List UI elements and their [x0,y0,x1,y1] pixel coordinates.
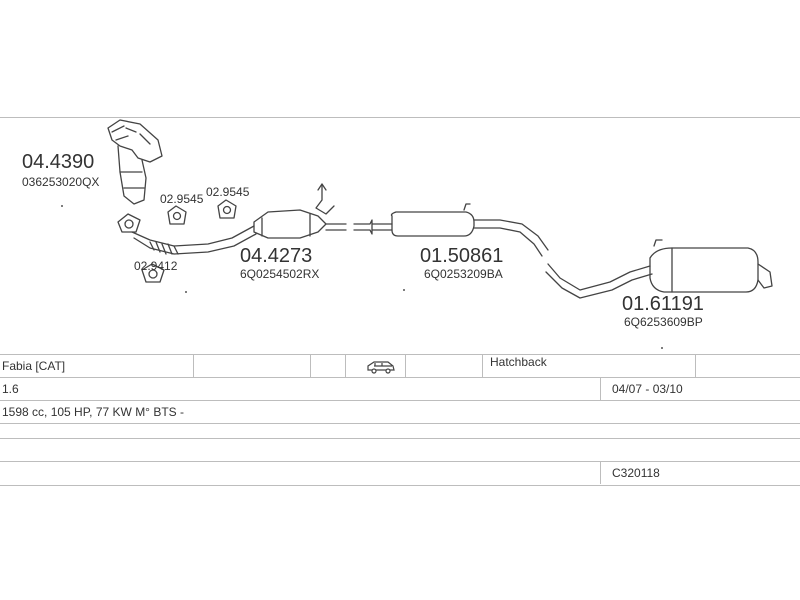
manifold-catalyst-part[interactable] [107,119,163,205]
middle-muffler-part[interactable] [353,203,549,257]
part-number-label: 04.4273 [240,245,312,267]
empty-row [0,423,800,438]
front-pipe-part[interactable] [131,225,257,255]
cell-divider [482,355,483,377]
cell-divider [310,355,311,377]
gasket-flange-part[interactable] [117,213,165,283]
exhaust-diagram: 04.4390 036253020QX 02.9545 02.9545 02.9… [22,119,773,349]
part-number-label: 02.9545 [206,185,250,199]
oe-number-label: 6Q0253209BA [424,267,503,281]
engine-row: 1.6 04/07 - 03/10 [0,377,800,400]
system-code: C320118 [612,466,660,480]
rear-muffler-part[interactable] [545,239,773,299]
code-row: C320118 [0,461,800,484]
production-period: 04/07 - 03/10 [612,382,683,396]
frame-top-line [0,117,800,118]
vehicle-model: Fabia [CAT] [2,359,66,373]
vehicle-model-row: Fabia [CAT] Hatchback [0,354,800,377]
table-bottom-line [0,485,800,486]
body-type: Hatchback [490,355,547,369]
oe-number-label: 036253020QX [22,175,99,189]
part-number-label: 04.4390 [22,151,94,173]
cell-divider [695,355,696,377]
car-body-icon [366,359,396,374]
cell-divider [600,378,601,400]
engine-specs: 1598 cc, 105 HP, 77 KW M° BTS - [2,405,184,419]
part-number-label: 01.50861 [420,245,503,267]
cell-divider [405,355,406,377]
sensor-part[interactable] [315,183,335,215]
cell-divider [345,355,346,377]
empty-row [0,438,800,461]
gasket-ring-part[interactable] [167,199,237,225]
specs-row: 1598 cc, 105 HP, 77 KW M° BTS - [0,400,800,423]
part-number-label: 02.9545 [160,192,204,206]
oe-number-label: 6Q6253609BP [624,315,703,329]
catalytic-converter-part[interactable] [253,209,347,239]
engine-size: 1.6 [2,382,19,396]
oe-number-label: 6Q0254502RX [240,267,319,281]
cell-divider [600,462,601,484]
cell-divider [193,355,194,377]
part-number-label: 01.61191 [622,293,704,315]
part-number-label: 02.9412 [134,259,178,273]
